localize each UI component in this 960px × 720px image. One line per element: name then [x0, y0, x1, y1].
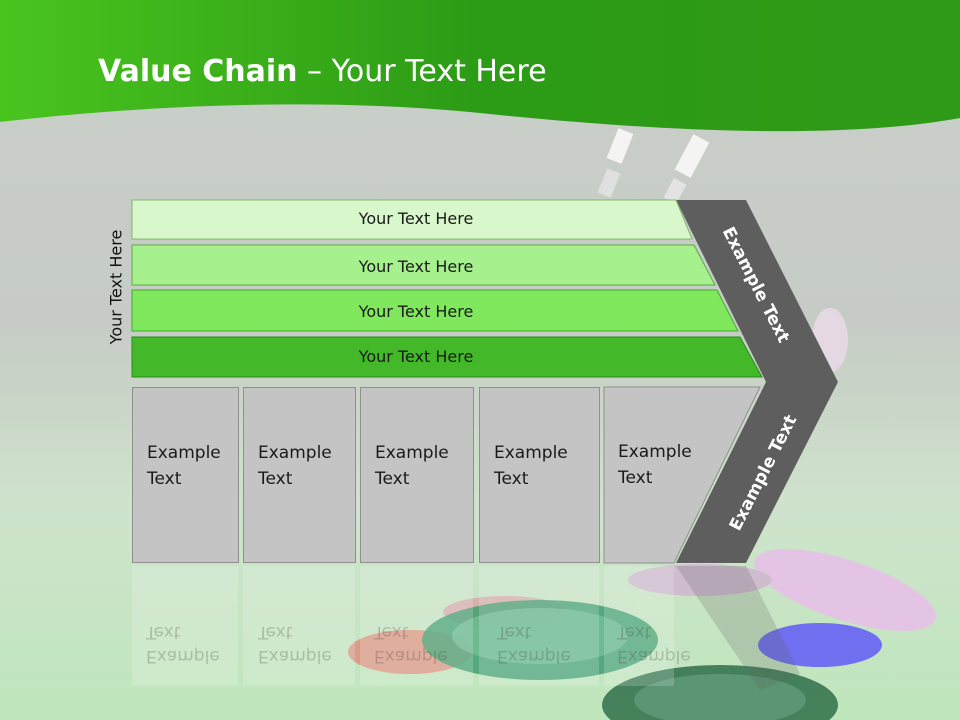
bar-shape-3: [131, 289, 739, 332]
page-title: Value Chain – Your Text Here: [98, 54, 547, 89]
bar-shape-4: [131, 336, 763, 378]
chip-streaks-decoration: [597, 128, 710, 204]
title-rest: – Your Text Here: [297, 54, 547, 89]
side-label: Your Text Here: [106, 229, 126, 345]
header-banner: [0, 0, 960, 132]
value-chain-arrow-reflection: [676, 566, 800, 690]
bar-shape-1: [131, 199, 693, 240]
poker-chips-decoration: [348, 308, 936, 720]
box-reflections: [132, 566, 674, 686]
bar-label-2: Your Text Here: [358, 257, 474, 276]
box-shape-5: [603, 386, 761, 564]
bar-label-1: Your Text Here: [358, 209, 474, 228]
title-bold: Value Chain: [98, 54, 298, 89]
value-chain-arrow: [676, 200, 838, 563]
bar-label-3: Your Text Here: [358, 302, 474, 321]
bar-label-4: Your Text Here: [358, 347, 474, 366]
bar-shape-2: [131, 244, 716, 286]
